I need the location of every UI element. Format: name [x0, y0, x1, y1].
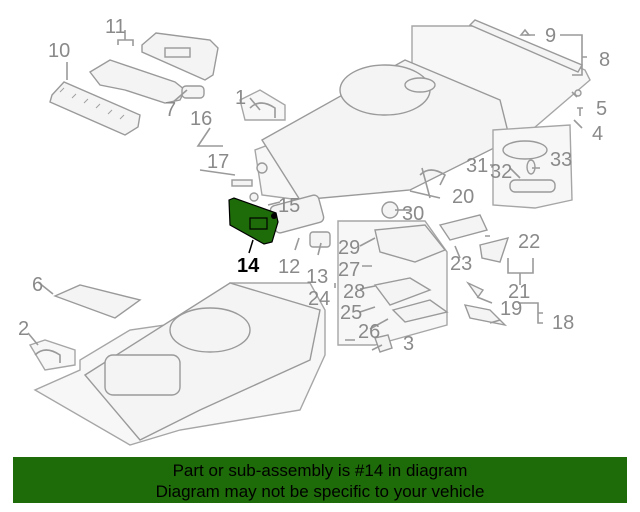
callout-20: 20	[452, 186, 474, 208]
callout-5: 5	[596, 98, 607, 120]
headliner-bottom	[28, 282, 326, 446]
callout-24: 24	[308, 288, 330, 310]
callout-2: 2	[18, 318, 29, 340]
callout-32: 32	[490, 161, 512, 183]
part-11-panels	[88, 32, 219, 104]
callout-16: 16	[190, 108, 212, 130]
part-6-frame	[53, 284, 142, 319]
callout-26: 26	[358, 321, 380, 343]
callout-4: 4	[592, 123, 603, 145]
callout-9: 9	[545, 25, 556, 47]
callout-33: 33	[550, 149, 572, 171]
banner-line-1: Part or sub-assembly is #14 in diagram	[172, 461, 468, 480]
callout-11: 11	[105, 16, 126, 38]
callout-21: 21	[508, 281, 530, 303]
callout-1: 1	[235, 87, 246, 109]
callout-10: 10	[48, 40, 70, 62]
callout-30: 30	[402, 203, 424, 225]
part-24-box	[337, 220, 449, 346]
callout-29: 29	[338, 237, 360, 259]
callout-3: 3	[403, 333, 414, 355]
callout-17: 17	[207, 151, 229, 173]
callout-18: 18	[552, 312, 574, 334]
callout-15: 15	[278, 195, 300, 217]
callout-13: 13	[306, 266, 328, 288]
callout-6: 6	[32, 274, 43, 296]
parts-diagram: 1 2 3 4 5 6 7 8 9 10 11 12 13 14 15 16 1…	[18, 16, 610, 446]
callout-31: 31	[466, 155, 488, 177]
callout-labels: 1 2 3 4 5 6 7 8 9 10 11 12 13 14 15 16 1…	[18, 16, 610, 355]
part-14-sun-visor	[228, 197, 279, 254]
callout-7: 7	[165, 99, 176, 121]
callout-25: 25	[340, 302, 362, 324]
headliner-top	[239, 25, 591, 201]
callout-19: 19	[500, 298, 522, 320]
info-banner: Part or sub-assembly is #14 in diagram D…	[13, 457, 627, 503]
leader-lines	[27, 30, 587, 351]
callout-22: 22	[518, 231, 540, 253]
part-7	[181, 85, 205, 99]
part-31-box	[492, 124, 573, 209]
banner-line-2: Diagram may not be specific to your vehi…	[155, 482, 485, 501]
callout-14: 14	[237, 255, 260, 277]
part-10-panel	[49, 81, 141, 136]
callout-8: 8	[599, 49, 610, 71]
parts-18-23	[374, 169, 510, 353]
callout-23: 23	[450, 253, 472, 275]
callout-27: 27	[338, 259, 360, 281]
parts-15-17	[231, 162, 268, 202]
callout-28: 28	[343, 281, 365, 303]
callout-12: 12	[278, 256, 300, 278]
